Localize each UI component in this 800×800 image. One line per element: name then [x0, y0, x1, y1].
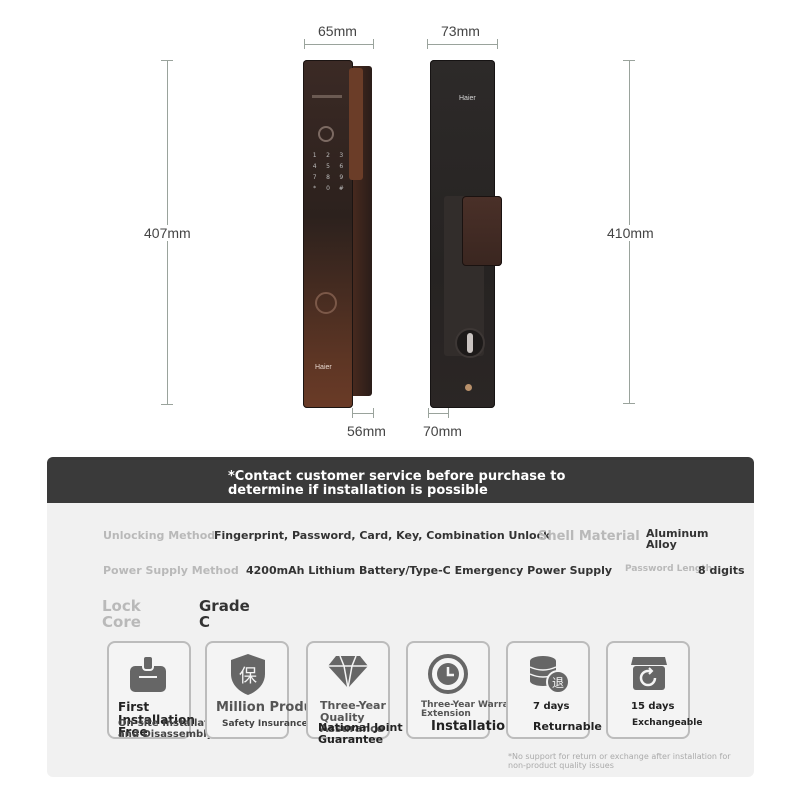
spec-value-unlocking-method: Fingerprint, Password, Card, Key, Combin…	[214, 529, 551, 542]
keypad: 1 2 3 4 5 6 7 8 9 * 0 #	[308, 152, 348, 192]
info-panel-header	[47, 457, 754, 503]
back-depth-tick-right	[448, 408, 449, 418]
service-warranty-subtitle: Installation	[431, 719, 515, 734]
service-return-title: 7 days	[533, 701, 570, 712]
camera-icon	[318, 126, 334, 142]
front-height-tick-top	[161, 60, 173, 61]
installation-notice: *Contact customer service before purchas…	[228, 469, 566, 498]
front-depth-tick-left	[352, 408, 353, 418]
key-1: 1	[312, 152, 317, 159]
front-brand-logo: Haier	[315, 364, 332, 371]
key-3: 3	[339, 152, 344, 159]
shield-icon-text: 保	[239, 666, 257, 687]
front-width-tick-left	[304, 39, 305, 49]
keyhole-icon	[465, 384, 472, 391]
spec-label-password-length: Password Length	[625, 564, 713, 574]
key-9: 9	[339, 174, 344, 181]
key-2: 2	[326, 152, 330, 159]
back-handle	[462, 196, 502, 266]
front-width-line	[304, 44, 373, 45]
back-depth-label: 70mm	[423, 423, 462, 439]
key-8: 8	[326, 174, 330, 181]
back-brand-logo: Haier	[459, 95, 476, 102]
spec-label-power-supply: Power Supply Method	[103, 564, 239, 577]
front-width-label: 65mm	[318, 23, 357, 39]
shield-icon: 保	[225, 651, 271, 697]
thumb-turn-bar	[467, 333, 473, 353]
spec-value-password-length: 8 digits	[698, 564, 745, 577]
front-depth-tick-right	[373, 408, 374, 418]
coins-return-icon: 退	[526, 652, 572, 696]
back-depth-tick-left	[428, 408, 429, 418]
spec-label-lock-core: Lock Core	[102, 597, 141, 631]
key-4: 4	[312, 163, 317, 170]
service-exchange-title: 15 days	[631, 701, 675, 712]
spec-value-lock-core: Grade C	[199, 597, 250, 631]
front-width-tick-right	[373, 39, 374, 49]
back-width-tick-right	[497, 39, 498, 49]
exchange-box-icon	[626, 652, 672, 694]
key-5: 5	[326, 163, 330, 170]
service-insurance-title: Million Products	[216, 700, 335, 715]
key-0: 0	[326, 185, 330, 192]
spec-value-shell-material: Aluminum Alloy	[646, 527, 709, 551]
front-depth-line	[352, 413, 373, 414]
front-lock-body	[303, 60, 353, 408]
front-depth-label: 56mm	[347, 423, 386, 439]
service-quality-subtitle: National Joint Guarantee	[318, 721, 403, 746]
back-height-label: 410mm	[607, 225, 654, 241]
spec-label-unlocking-method: Unlocking Method	[103, 529, 216, 542]
service-installation-title: First Installation Free	[118, 700, 195, 740]
return-icon-text: 退	[552, 676, 564, 690]
key-star: *	[313, 185, 317, 192]
installer-icon	[123, 651, 173, 699]
back-height-tick-top	[623, 60, 635, 61]
service-insurance-subtitle: Safety Insurance	[222, 719, 308, 729]
service-card-return	[506, 641, 590, 739]
front-height-label: 407mm	[144, 225, 191, 241]
front-handle	[349, 68, 363, 180]
back-width-tick-left	[427, 39, 428, 49]
service-installation-subtitle: On-site Installation and Disassembly	[118, 718, 227, 740]
service-exchange-subtitle: Exchangeable	[632, 718, 703, 728]
diamond-icon	[325, 652, 371, 692]
key-6: 6	[339, 163, 344, 170]
service-quality-title: Three-Year Quality Assurance	[320, 699, 386, 736]
return-policy-footnote: *No support for return or exchange after…	[508, 752, 731, 770]
back-width-line	[427, 44, 497, 45]
service-return-subtitle: Returnable	[533, 720, 602, 733]
spec-label-shell-material: Shell Material	[538, 529, 640, 544]
key-7: 7	[312, 174, 317, 181]
service-warranty-title: Three-Year Warranty Extension	[421, 700, 526, 720]
back-depth-line	[428, 413, 448, 414]
back-height-tick-bottom	[623, 403, 635, 404]
fingerprint-sensor-icon	[315, 292, 337, 314]
back-width-label: 73mm	[441, 23, 480, 39]
key-hash: #	[338, 185, 344, 192]
spec-value-power-supply: 4200mAh Lithium Battery/Type-C Emergency…	[246, 564, 613, 577]
front-sensor-strip	[312, 95, 342, 98]
clock-icon	[425, 652, 471, 696]
front-height-tick-bottom	[161, 404, 173, 405]
